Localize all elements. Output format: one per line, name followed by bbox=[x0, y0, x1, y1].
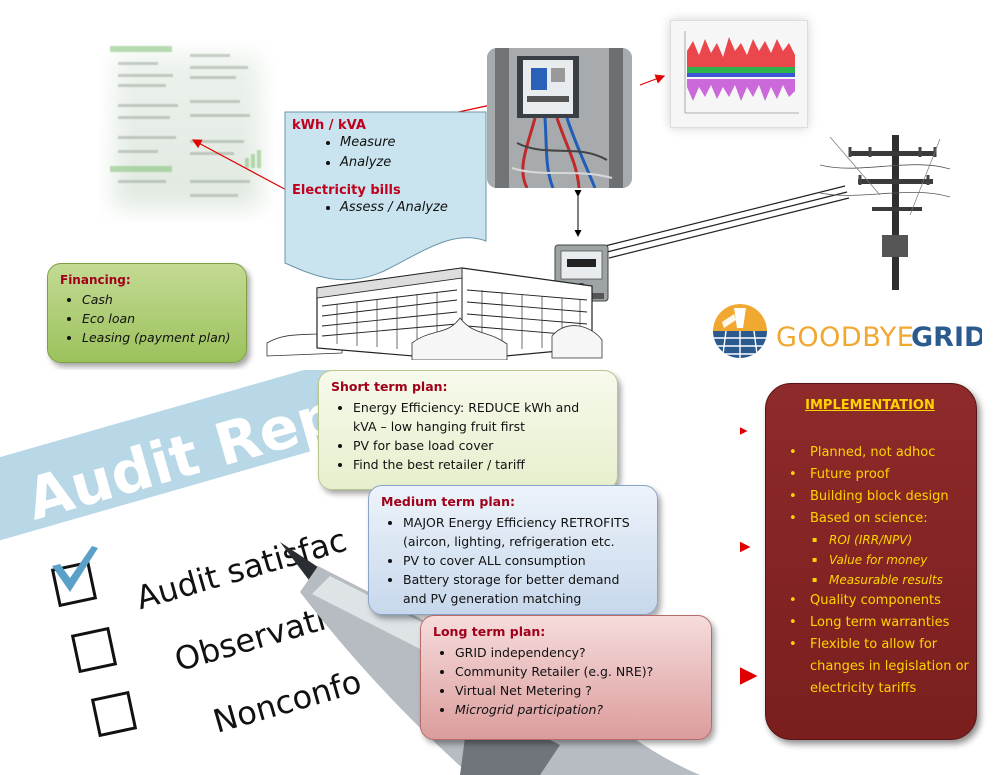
short-term-item-pv: PV for base load cover bbox=[353, 436, 605, 455]
long-term-item-vnm: Virtual Net Metering ? bbox=[455, 681, 699, 700]
arrow-switchboard-to-chart bbox=[639, 74, 666, 86]
power-chart-drawing bbox=[684, 31, 799, 114]
goodbyegrid-logo: GOODBYE GRID bbox=[713, 304, 982, 358]
financing-item-cash: Cash bbox=[82, 290, 234, 309]
impl-item-quality: Quality components bbox=[786, 590, 971, 612]
financing-item-leasing: Leasing (payment plan) bbox=[82, 328, 234, 347]
long-term-item-grid: GRID independency? bbox=[455, 643, 699, 662]
power-line-2 bbox=[606, 191, 848, 253]
long-term-item-community: Community Retailer (e.g. NRE)? bbox=[455, 662, 699, 681]
financing-item-eco-loan: Eco loan bbox=[82, 309, 234, 328]
audit-checkbox-2 bbox=[70, 626, 118, 674]
logo-goodbye-text: GOODBYE bbox=[776, 322, 914, 353]
implementation-heading: IMPLEMENTATION bbox=[805, 398, 935, 413]
medium-term-item-pv: PV to cover ALL consumption bbox=[403, 551, 645, 570]
impl-sub-measurable: Measurable results bbox=[786, 570, 971, 590]
bills-list: Assess / Analyze bbox=[292, 198, 482, 218]
long-term-plan-box: Long term plan: GRID independency? Commu… bbox=[420, 615, 712, 740]
power-pole-image bbox=[820, 135, 950, 290]
power-chart-image bbox=[670, 20, 808, 128]
impl-item-building-block: Building block design bbox=[786, 486, 971, 508]
short-term-item-retailer: Find the best retailer / tariff bbox=[353, 455, 605, 474]
bills-item-assess: Assess / Analyze bbox=[340, 198, 482, 218]
medium-term-item-battery: Battery storage for better demand and PV… bbox=[403, 570, 645, 608]
kwh-kva-heading: kWh / kVA bbox=[292, 118, 366, 133]
long-term-list: GRID independency? Community Retailer (e… bbox=[433, 643, 699, 719]
short-term-item-efficiency: Energy Efficiency: REDUCE kWh and kVA – … bbox=[353, 398, 605, 436]
medium-term-item-retrofits: MAJOR Energy Efficiency RETROFITS (airco… bbox=[403, 513, 645, 551]
audit-checkmark-icon bbox=[52, 546, 98, 592]
long-term-item-microgrid: Microgrid participation? bbox=[455, 700, 699, 719]
logo-grid-text: GRID bbox=[911, 322, 982, 353]
power-line-3 bbox=[608, 197, 850, 259]
impl-item-flexible: Flexible to allow for changes in legisla… bbox=[786, 634, 971, 700]
medium-term-heading: Medium term plan: bbox=[381, 494, 515, 509]
measurement-callout-shape bbox=[284, 111, 487, 281]
impl-item-planned: Planned, not adhoc bbox=[786, 442, 971, 464]
kwh-item-analyze: Analyze bbox=[340, 153, 482, 173]
financing-heading: Financing: bbox=[60, 273, 131, 287]
impl-sub-roi: ROI (IRR/NPV) bbox=[786, 530, 971, 550]
audit-checkbox-3 bbox=[90, 690, 138, 738]
medium-term-plan-box: Medium term plan: MAJOR Energy Efficienc… bbox=[368, 485, 658, 615]
long-term-heading: Long term plan: bbox=[433, 624, 546, 639]
impl-sub-value: Value for money bbox=[786, 550, 971, 570]
short-term-plan-box: Short term plan: Energy Efficiency: REDU… bbox=[318, 370, 618, 490]
impl-item-warranties: Long term warranties bbox=[786, 612, 971, 634]
financing-list: Cash Eco loan Leasing (payment plan) bbox=[60, 290, 234, 347]
office-building-image bbox=[266, 267, 603, 360]
kwh-item-measure: Measure bbox=[340, 133, 482, 153]
impl-item-future-proof: Future proof bbox=[786, 464, 971, 486]
switchboard-photo bbox=[487, 48, 632, 188]
kwh-list: Measure Analyze bbox=[292, 133, 482, 173]
measurement-callout-text: kWh / kVA Measure Analyze Electricity bi… bbox=[292, 118, 482, 218]
impl-item-science: Based on science: bbox=[786, 508, 971, 530]
power-line-1 bbox=[604, 185, 846, 247]
short-term-heading: Short term plan: bbox=[331, 379, 448, 394]
medium-term-list: MAJOR Energy Efficiency RETROFITS (airco… bbox=[381, 513, 645, 608]
electricity-bills-heading: Electricity bills bbox=[292, 183, 401, 198]
electricity-bill-image bbox=[100, 40, 275, 222]
arrow-bills-to-bill-image bbox=[191, 139, 293, 194]
switchboard-drawing bbox=[487, 48, 632, 188]
implementation-list: Planned, not adhoc Future proof Building… bbox=[786, 442, 971, 700]
financing-box: Financing: Cash Eco loan Leasing (paymen… bbox=[47, 263, 247, 363]
short-term-list: Energy Efficiency: REDUCE kWh and kVA – … bbox=[331, 398, 605, 474]
